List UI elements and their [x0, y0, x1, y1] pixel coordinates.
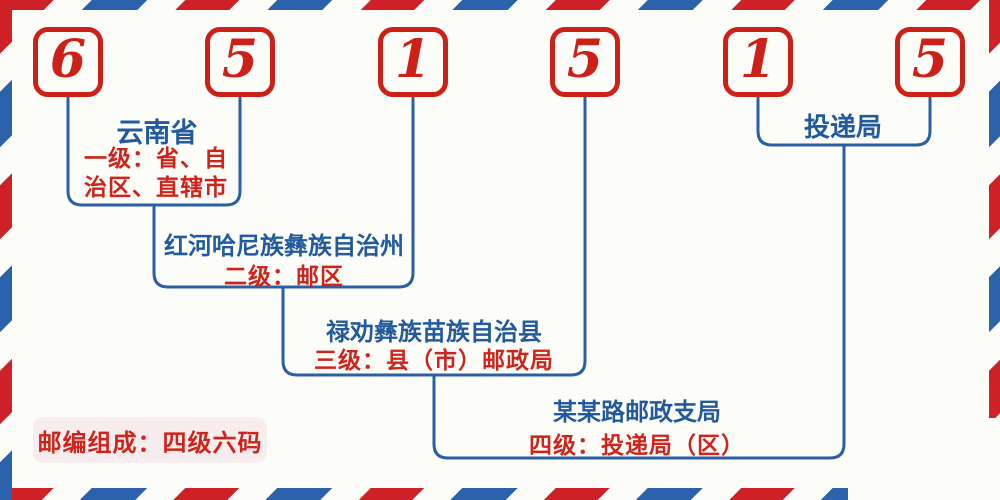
level-2-description: 二级：邮区	[224, 263, 344, 289]
level-4-place: 某某路邮政支局	[553, 399, 721, 426]
postal-digit-5: 1	[739, 29, 777, 90]
postal-digit-box-1: 6	[33, 27, 103, 97]
postal-digit-2: 5	[221, 29, 259, 90]
postal-digit-box-6: 5	[895, 27, 965, 97]
postal-digit-1: 6	[49, 29, 87, 90]
postal-composition-badge: 邮编组成：四级六码	[33, 417, 267, 463]
level-1-description: 一级：省、自 治区、直辖市	[84, 145, 228, 200]
postal-composition-text: 邮编组成：四级六码	[37, 429, 263, 457]
level-3-place: 禄劝彝族苗族自治县	[326, 319, 542, 346]
postal-digit-3: 1	[394, 29, 432, 90]
level-4-description: 四级：投递局（区）	[529, 432, 745, 458]
postal-digit-box-4: 5	[550, 27, 620, 97]
airmail-border-left	[0, 0, 12, 500]
airmail-border-bottom	[0, 488, 1000, 500]
bottom-right-white-patch	[848, 418, 1000, 500]
level-1-place: 云南省	[116, 118, 198, 148]
postal-digit-6: 5	[911, 29, 949, 90]
postal-digit-box-2: 5	[205, 27, 275, 97]
postal-digit-box-5: 1	[723, 27, 793, 97]
postal-digit-box-3: 1	[378, 27, 448, 97]
level-2-place: 红河哈尼族彝族自治州	[164, 233, 404, 260]
level-3-description: 三级：县（市）邮政局	[314, 347, 554, 373]
airmail-border-right	[989, 0, 1000, 500]
postal-digit-4: 5	[566, 29, 604, 90]
airmail-border-top	[0, 0, 1000, 10]
delivery-office-label: 投递局	[803, 112, 883, 142]
